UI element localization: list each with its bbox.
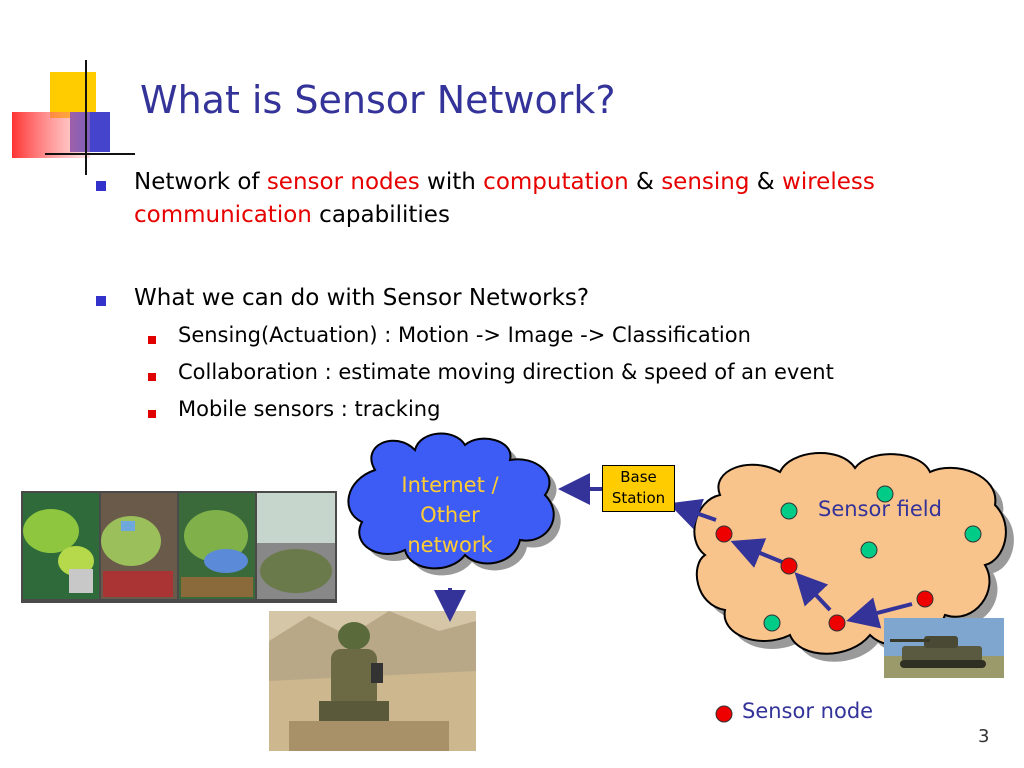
soldier-photo-image (269, 611, 476, 751)
arrow-node-to-base (668, 498, 717, 530)
text: Network of (134, 169, 267, 195)
text: & (628, 169, 662, 195)
base-station-label: Base (620, 468, 657, 486)
highlight-text: computation (483, 169, 629, 195)
tank-photo-image (884, 618, 1004, 678)
highlight-text: sensor nodes (266, 169, 420, 195)
sub-bullet-marker (148, 336, 156, 344)
cloud-label-line: Internet / (401, 473, 499, 497)
bullet-marker (96, 181, 106, 191)
sub-bullet-3: Mobile sensors : tracking (178, 397, 441, 421)
base-station-label: Station (611, 489, 666, 507)
sensor-node-red (715, 525, 733, 543)
sub-bullet-1: Sensing(Actuation) : Motion -> Image -> … (178, 323, 751, 347)
highlight-text: sensing (661, 169, 750, 195)
map-screenshots-image (21, 491, 337, 603)
sensor-node-green (780, 502, 798, 520)
text: with (419, 169, 484, 195)
arrow-node-hop (846, 597, 913, 629)
cloud-label-line: Other (420, 503, 480, 527)
bullet-marker (96, 296, 106, 306)
highlight-text: wireless (782, 169, 875, 195)
sub-bullet-marker (148, 373, 156, 381)
sub-bullet-2: Collaboration : estimate moving directio… (178, 360, 834, 384)
arrow-node-hop (794, 572, 832, 612)
page-number: 3 (978, 726, 990, 747)
sensor-node-green (964, 525, 982, 543)
arrow-node-hop (730, 538, 788, 568)
sensor-node-red (828, 614, 846, 632)
sensor-node-legend-label: Sensor node (742, 699, 874, 723)
sensor-node-red (916, 590, 934, 608)
legend-sensor-node-icon (715, 705, 733, 723)
internet-cloud (347, 432, 561, 576)
text: & (749, 169, 783, 195)
bullet-1-line-1: Network of sensor nodes with computation… (134, 166, 875, 199)
base-station-box: Base Station (602, 465, 675, 512)
sensor-node-green (860, 541, 878, 559)
sensor-node-green (876, 485, 894, 503)
sensor-node-red (780, 557, 798, 575)
sensor-field-label: Sensor field (818, 497, 942, 521)
slide-logo (12, 60, 135, 175)
sensor-node-green (763, 614, 781, 632)
highlight-text: communication (134, 202, 312, 228)
cloud-label-line: network (407, 533, 493, 557)
internet-cloud-label: Internet / Other network (380, 470, 520, 560)
sub-bullet-marker (148, 410, 156, 418)
bullet-2: What we can do with Sensor Networks? (134, 285, 590, 311)
bullet-1-line-2: communication capabilities (134, 199, 450, 232)
slide-title: What is Sensor Network? (140, 78, 616, 122)
text: capabilities (311, 202, 450, 228)
